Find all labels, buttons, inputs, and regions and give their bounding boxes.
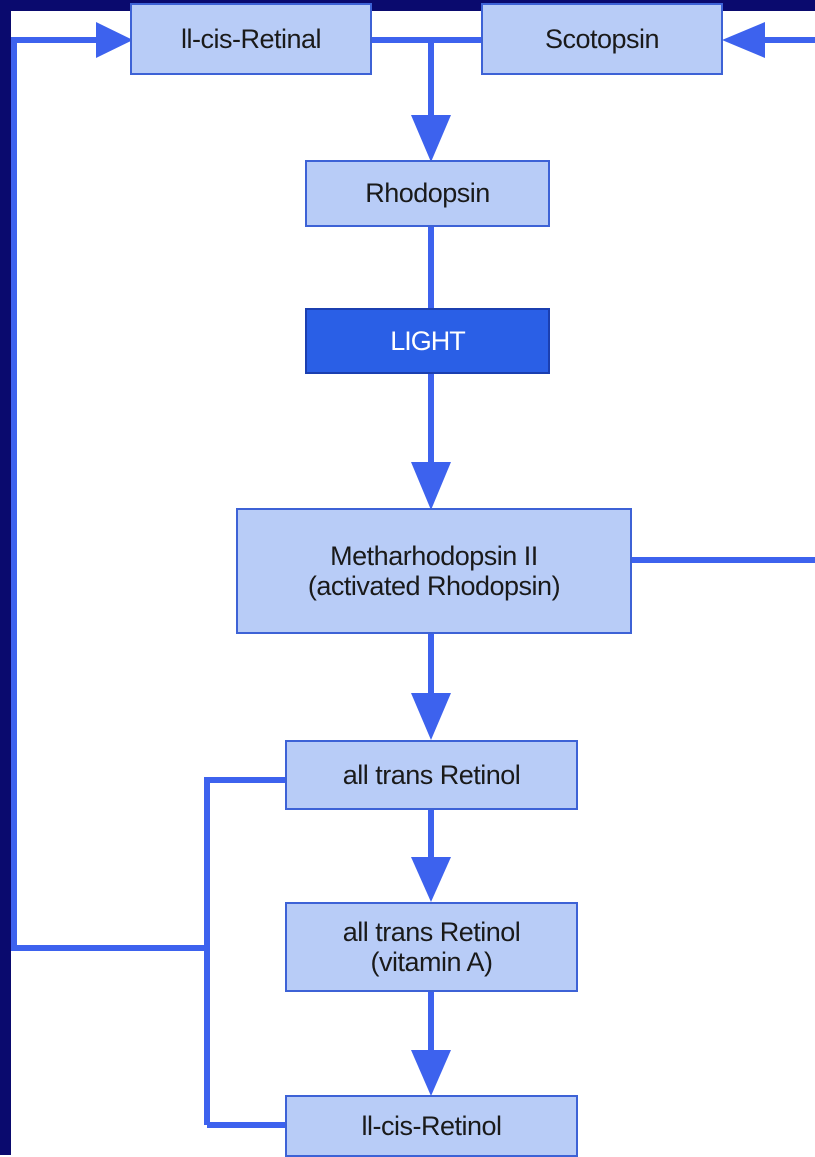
scotopsin-label: Scotopsin — [544, 23, 660, 54]
vitamin-a-node: all trans Retinol (vitamin A) — [285, 902, 578, 992]
arrow-into-metarhodopsin — [411, 462, 451, 510]
rhodopsin-node: Rhodopsin — [305, 160, 550, 227]
arrow-into-rhodopsin — [411, 115, 451, 162]
trans-retinol-label: all trans Retinol — [342, 759, 521, 790]
vitamin-a-label-line1: all trans Retinol — [342, 916, 521, 947]
loop-line-left — [204, 777, 287, 1125]
metarhodopsin-label-line2: (activated Rhodopsin) — [307, 571, 561, 601]
cis-retinol-node: ll-cis-Retinol — [285, 1095, 578, 1157]
cis-retinal-node: ll-cis-Retinal — [130, 3, 372, 75]
cis-retinol-label: ll-cis-Retinol — [361, 1110, 502, 1141]
metarhodopsin-label-line1: Metharhodopsin II — [330, 540, 538, 571]
vitamin-a-label-line2: (vitamin A) — [370, 947, 493, 977]
scotopsin-node: Scotopsin — [481, 3, 723, 75]
rhodopsin-label: Rhodopsin — [365, 178, 490, 209]
light-label: LIGHT — [390, 325, 466, 356]
arrow-into-cis-retinol — [411, 1050, 451, 1096]
light-node: LIGHT — [305, 308, 550, 374]
arrow-into-scotopsin — [722, 22, 765, 58]
trans-retinol-node: all trans Retinol — [285, 740, 578, 810]
arrow-into-vitamin-a — [411, 857, 451, 902]
cis-retinal-label: ll-cis-Retinal — [180, 23, 322, 54]
loop-line-outer — [11, 37, 207, 951]
metarhodopsin-node: Metharhodopsin II (activated Rhodopsin) — [236, 508, 632, 634]
arrow-into-trans-retinol — [411, 693, 451, 740]
arrow-into-cis-retinal — [96, 22, 133, 58]
